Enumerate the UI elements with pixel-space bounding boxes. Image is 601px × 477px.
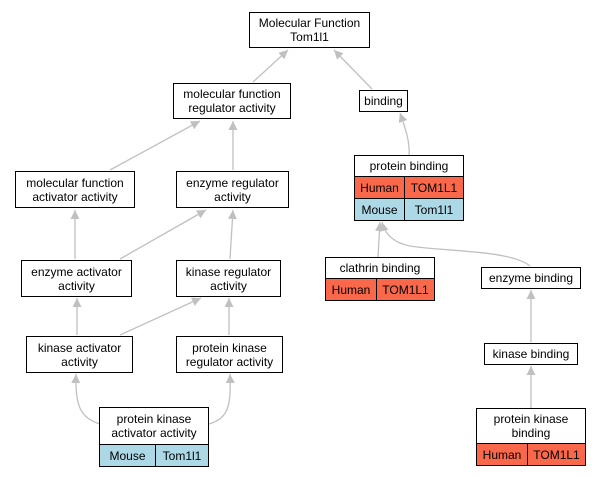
edge-enzyme-binding-to-protein-binding — [379, 221, 531, 267]
species-cell-mouse: Mouse — [100, 445, 156, 466]
edge-pk-activator-to-pk-regulator — [208, 373, 235, 425]
node-kinase-regulator[interactable]: kinase regulator activity — [176, 260, 281, 297]
node-pk-regulator-line2: regulator activity — [185, 354, 274, 369]
gene-row: Human TOM1L1 — [477, 443, 585, 465]
node-pk-binding[interactable]: protein kinase binding Human TOM1L1 — [476, 408, 586, 466]
node-kinase-activator-line2: activity — [61, 354, 98, 369]
node-pk-binding-line2: binding — [511, 426, 551, 440]
edge-pk-activator-to-kinase-activator — [71, 373, 101, 425]
node-pk-activator-line2: activator activity — [111, 426, 197, 440]
node-mf-regulator[interactable]: molecular function regulator activity — [173, 83, 291, 119]
node-pk-regulator-line1: protein kinase — [192, 340, 267, 355]
gene-row: Human TOM1L1 — [326, 278, 434, 300]
node-kinase-binding[interactable]: kinase binding — [484, 343, 578, 365]
node-kinase-activator[interactable]: kinase activator activity — [26, 336, 133, 373]
node-protein-binding-line1: protein binding — [369, 159, 449, 173]
node-enzyme-regulator-line2: activity — [214, 189, 251, 204]
edge-mf-regulator-to-root — [252, 49, 289, 83]
species-cell-human: Human — [326, 279, 377, 300]
gene-row: Mouse Tom1l1 — [355, 198, 463, 220]
node-root-line1: Molecular Function — [258, 16, 361, 30]
node-enzyme-binding[interactable]: enzyme binding — [481, 267, 581, 289]
node-enzyme-regulator[interactable]: enzyme regulator activity — [176, 171, 289, 208]
node-enzyme-activator-line1: enzyme activator — [31, 264, 122, 279]
node-root-line2: Tom1l1 — [290, 30, 329, 44]
node-mf-activator[interactable]: molecular function activator activity — [15, 171, 135, 208]
node-enzyme-activator-line2: activity — [58, 278, 95, 293]
node-kinase-activator-line1: kinase activator — [37, 340, 122, 355]
node-protein-binding[interactable]: protein binding Human TOM1L1 Mouse Tom1l… — [354, 155, 464, 221]
node-mf-regulator-line2: regulator activity — [188, 101, 276, 115]
species-cell-human: Human — [355, 177, 405, 198]
node-mf-regulator-line1: molecular function — [183, 87, 281, 101]
node-kinase-regulator-line2: activity — [210, 278, 247, 293]
node-binding[interactable]: binding — [359, 90, 408, 112]
gene-cell: TOM1L1 — [377, 279, 434, 300]
edge-clathrin-binding-to-protein-binding — [374, 221, 384, 258]
gene-cell: TOM1L1 — [405, 177, 463, 198]
node-pk-binding-title: protein kinase binding — [477, 409, 585, 443]
edge-kinase-activator-to-kinase-regulator — [119, 297, 202, 336]
node-pk-binding-line1: protein kinase — [493, 412, 569, 426]
edge-mf-activator-to-mf-regulator — [109, 120, 201, 171]
node-mf-activator-line1: molecular function — [26, 175, 124, 190]
gene-cell: Tom1l1 — [405, 199, 463, 220]
node-pk-activator-title: protein kinase activator activity — [100, 408, 208, 444]
edge-binding-to-root — [333, 49, 373, 90]
gene-row: Human TOM1L1 — [355, 176, 463, 198]
node-clathrin-binding[interactable]: clathrin binding Human TOM1L1 — [325, 257, 435, 301]
node-pk-activator[interactable]: protein kinase activator activity Mouse … — [99, 407, 209, 467]
node-root[interactable]: Molecular Function Tom1l1 — [249, 12, 370, 48]
node-clathrin-binding-line1: clathrin binding — [339, 261, 421, 275]
node-protein-binding-title: protein binding — [355, 156, 463, 176]
gene-cell: Tom1l1 — [156, 445, 208, 466]
node-enzyme-binding-line1: enzyme binding — [488, 271, 574, 285]
node-pk-activator-line1: protein kinase — [116, 412, 192, 426]
edge-protein-binding-to-binding — [398, 112, 410, 157]
node-clathrin-binding-title: clathrin binding — [326, 258, 434, 278]
node-pk-regulator[interactable]: protein kinase regulator activity — [176, 336, 283, 373]
gene-cell: TOM1L1 — [528, 444, 585, 465]
node-kinase-binding-line1: kinase binding — [492, 347, 570, 361]
node-enzyme-regulator-line1: enzyme regulator — [186, 175, 279, 190]
node-enzyme-activator[interactable]: enzyme activator activity — [21, 260, 132, 297]
node-kinase-regulator-line1: kinase regulator — [185, 264, 272, 279]
edge-kinase-regulator-to-enzyme-regulator — [227, 209, 237, 260]
edge-enzyme-activator-to-enzyme-regulator — [119, 209, 207, 260]
species-cell-human: Human — [477, 444, 528, 465]
gene-row: Mouse Tom1l1 — [100, 444, 208, 466]
species-cell-mouse: Mouse — [355, 199, 405, 220]
node-mf-activator-line2: activator activity — [32, 189, 118, 204]
node-binding-line1: binding — [364, 94, 403, 108]
